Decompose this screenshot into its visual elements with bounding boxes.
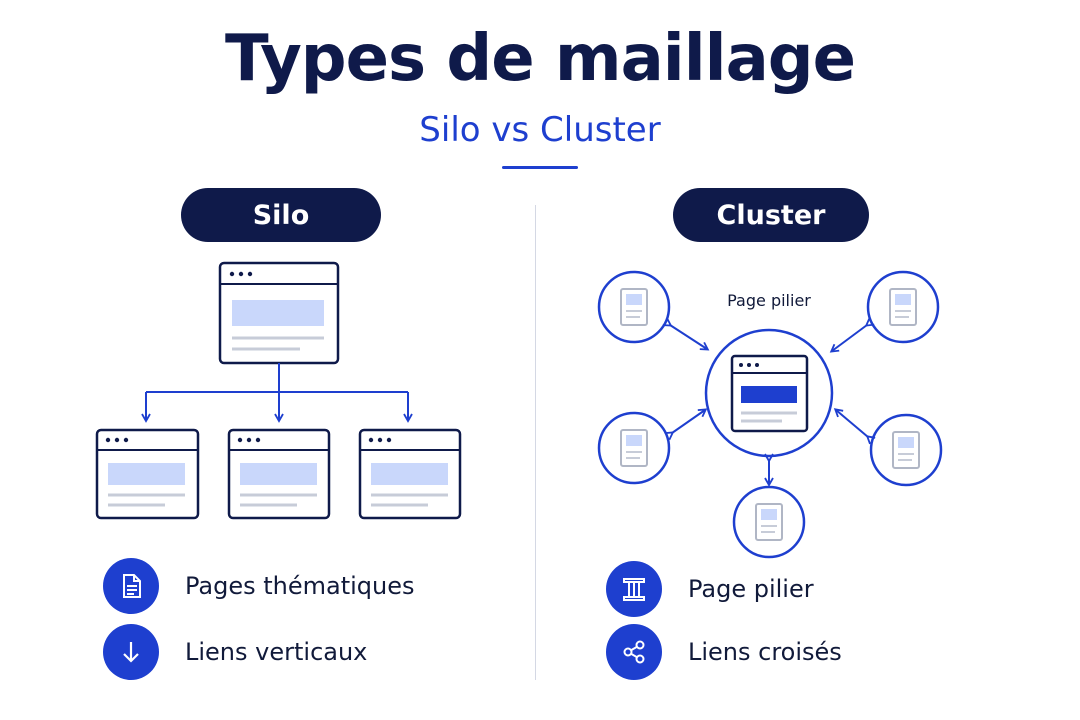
silo-legend-row: Pages thématiques xyxy=(103,558,415,614)
cluster-page-node xyxy=(597,411,671,485)
silo-child-page xyxy=(95,428,200,520)
silo-pill: Silo xyxy=(181,188,381,242)
cluster-legend-row: Page pilier xyxy=(606,561,814,617)
page-subtitle: Silo vs Cluster xyxy=(419,110,661,150)
cluster-pill: Cluster xyxy=(673,188,869,242)
share-icon xyxy=(606,624,662,680)
silo-child-page xyxy=(227,428,331,520)
cluster-pill-label: Cluster xyxy=(716,199,826,231)
document-icon xyxy=(103,558,159,614)
cluster-page-node xyxy=(869,413,943,487)
pillar-page-label: Page pilier xyxy=(727,291,811,310)
cluster-page-node xyxy=(866,270,940,344)
subtitle-underline xyxy=(502,166,578,169)
cluster-legend-row: Liens croisés xyxy=(606,624,842,680)
cluster-legend-label: Liens croisés xyxy=(688,638,842,666)
cluster-legend-label: Page pilier xyxy=(688,575,814,603)
arrow-down-icon xyxy=(103,624,159,680)
page-title: Types de maillage xyxy=(225,22,856,96)
cluster-page-node xyxy=(732,485,806,559)
silo-pill-label: Silo xyxy=(252,199,310,231)
cluster-page-node xyxy=(597,270,671,344)
silo-top-page xyxy=(218,261,340,365)
silo-legend-label: Pages thématiques xyxy=(185,572,415,600)
column-divider xyxy=(535,205,536,680)
silo-child-page xyxy=(358,428,462,520)
silo-legend-row: Liens verticaux xyxy=(103,624,367,680)
silo-legend-label: Liens verticaux xyxy=(185,638,368,666)
pillar-page-node xyxy=(704,328,834,458)
pillar-icon xyxy=(606,561,662,617)
silo-connectors xyxy=(141,363,413,423)
cluster-links xyxy=(662,317,876,487)
